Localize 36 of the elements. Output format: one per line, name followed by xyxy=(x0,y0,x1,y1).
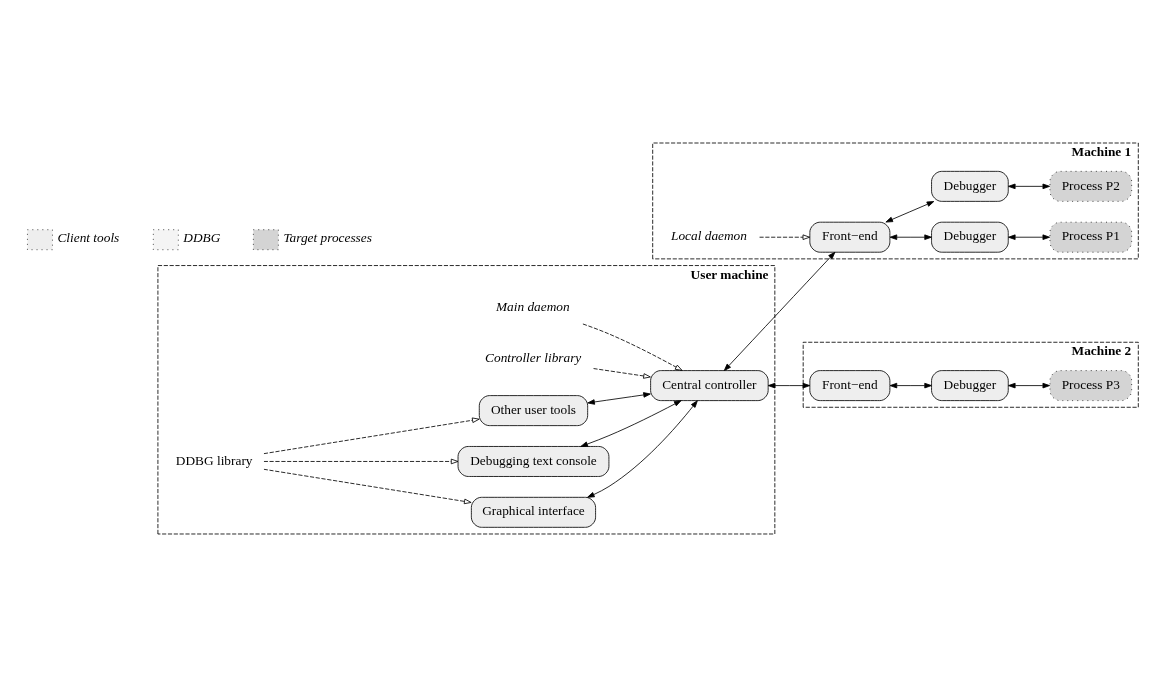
arrow xyxy=(1008,183,1050,190)
node-text: Main daemon xyxy=(495,299,570,315)
node-text: DDBG library xyxy=(175,452,253,468)
arrow xyxy=(593,368,651,379)
arrow xyxy=(767,382,811,389)
node-box: Process P1 xyxy=(1049,221,1133,253)
arrow xyxy=(263,468,472,505)
arrow xyxy=(582,323,683,371)
arrow xyxy=(580,400,682,447)
arrow xyxy=(1008,382,1050,389)
node-box: Process P3 xyxy=(1049,370,1133,402)
node-box: Debugger xyxy=(931,221,1009,253)
arrow xyxy=(889,382,932,389)
node-box: Other user tools xyxy=(478,395,589,427)
arrow xyxy=(759,234,811,240)
arrow xyxy=(1008,234,1050,240)
arrow xyxy=(263,458,459,465)
node-box: Graphical interface xyxy=(470,496,596,528)
arrow xyxy=(723,251,836,371)
node-box: Central controller xyxy=(650,370,769,402)
node-box: Debugger xyxy=(931,370,1009,402)
node-text: Controller library xyxy=(485,350,582,366)
arrow xyxy=(889,234,932,240)
arrow xyxy=(587,392,651,405)
node-box: Debugging text console xyxy=(457,446,610,477)
legend-label: Target processes xyxy=(283,230,372,246)
node-box: Debugger xyxy=(931,170,1009,202)
node-text: Local daemon xyxy=(671,227,747,243)
arrow xyxy=(587,400,698,498)
legend-label: Client tools xyxy=(57,230,120,246)
legend-label: DDBG xyxy=(183,230,221,246)
arrow xyxy=(885,201,935,223)
node-box: Front−end xyxy=(809,221,891,253)
arrow xyxy=(263,417,480,455)
node-box: Front−end xyxy=(809,370,891,402)
node-box: Process P2 xyxy=(1049,170,1133,202)
